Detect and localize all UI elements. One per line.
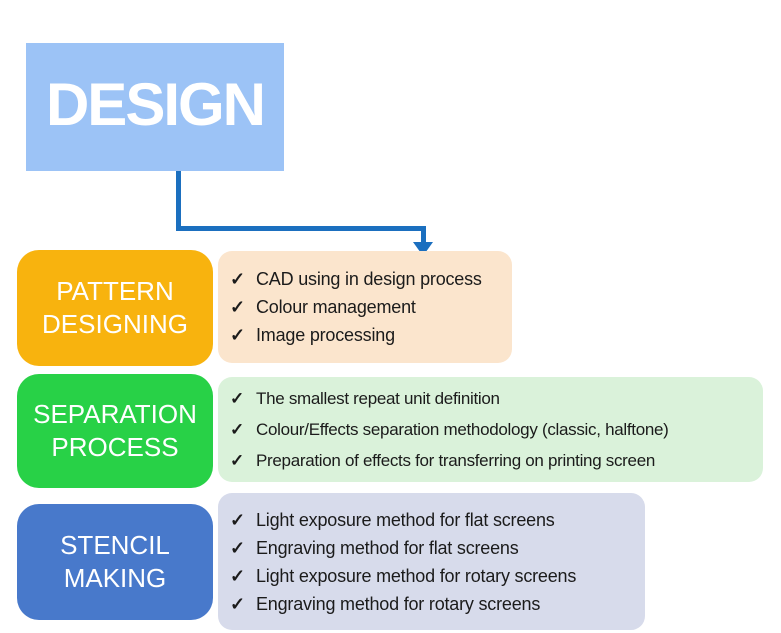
check-list: ✓ Light exposure method for flat screens… — [218, 506, 645, 618]
list-item-text: Preparation of effects for transferring … — [256, 451, 656, 470]
check-icon: ✓ — [230, 389, 244, 408]
list-item-text: The smallest repeat unit definition — [256, 389, 500, 408]
list-item: ✓ Colour management — [230, 293, 506, 321]
list-item-text: CAD using in design process — [256, 269, 482, 289]
stage-title: STENCIL MAKING — [60, 530, 170, 593]
stage-box-pattern-designing: PATTERN DESIGNING — [17, 250, 213, 366]
stage-title: SEPARATION PROCESS — [33, 399, 197, 462]
list-item: ✓ Preparation of effects for transferrin… — [230, 445, 757, 476]
arrow-horizontal-segment — [176, 226, 426, 231]
check-icon: ✓ — [230, 420, 244, 439]
check-icon: ✓ — [230, 451, 244, 470]
list-item: ✓ CAD using in design process — [230, 265, 506, 293]
detail-box-separation-process: ✓ The smallest repeat unit definition ✓ … — [218, 377, 763, 482]
check-list: ✓ CAD using in design process ✓ Colour m… — [218, 265, 512, 349]
list-item-text: Engraving method for flat screens — [256, 537, 519, 558]
design-box: DESIGN — [26, 43, 284, 171]
list-item: ✓ Light exposure method for rotary scree… — [230, 562, 639, 590]
check-icon: ✓ — [230, 297, 245, 317]
detail-box-stencil-making: ✓ Light exposure method for flat screens… — [218, 493, 645, 630]
detail-box-pattern-designing: ✓ CAD using in design process ✓ Colour m… — [218, 251, 512, 363]
arrow-stub-segment — [421, 231, 426, 243]
list-item-text: Light exposure method for flat screens — [256, 509, 555, 530]
arrow-vertical-segment — [176, 171, 181, 231]
check-icon: ✓ — [230, 593, 245, 614]
check-icon: ✓ — [230, 565, 245, 586]
stage-title: PATTERN DESIGNING — [42, 276, 188, 339]
stage-box-stencil-making: STENCIL MAKING — [17, 504, 213, 620]
design-label: DESIGN — [45, 71, 266, 138]
check-icon: ✓ — [230, 325, 245, 345]
list-item-text: Engraving method for rotary screens — [256, 593, 541, 614]
list-item-text: Colour/Effects separation methodology (c… — [256, 420, 669, 439]
list-item: ✓ Light exposure method for flat screens — [230, 506, 639, 534]
list-item: ✓ Engraving method for flat screens — [230, 534, 639, 562]
stage-box-separation-process: SEPARATION PROCESS — [17, 374, 213, 488]
list-item: ✓ The smallest repeat unit definition — [230, 383, 757, 414]
list-item: ✓ Engraving method for rotary screens — [230, 590, 639, 618]
list-item: ✓ Colour/Effects separation methodology … — [230, 414, 757, 445]
list-item: ✓ Image processing — [230, 321, 506, 349]
list-item-text: Colour management — [256, 297, 416, 317]
list-item-text: Image processing — [256, 325, 395, 345]
check-icon: ✓ — [230, 269, 245, 289]
check-icon: ✓ — [230, 537, 245, 558]
list-item-text: Light exposure method for rotary screens — [256, 565, 577, 586]
check-icon: ✓ — [230, 509, 245, 530]
check-list: ✓ The smallest repeat unit definition ✓ … — [218, 383, 763, 476]
